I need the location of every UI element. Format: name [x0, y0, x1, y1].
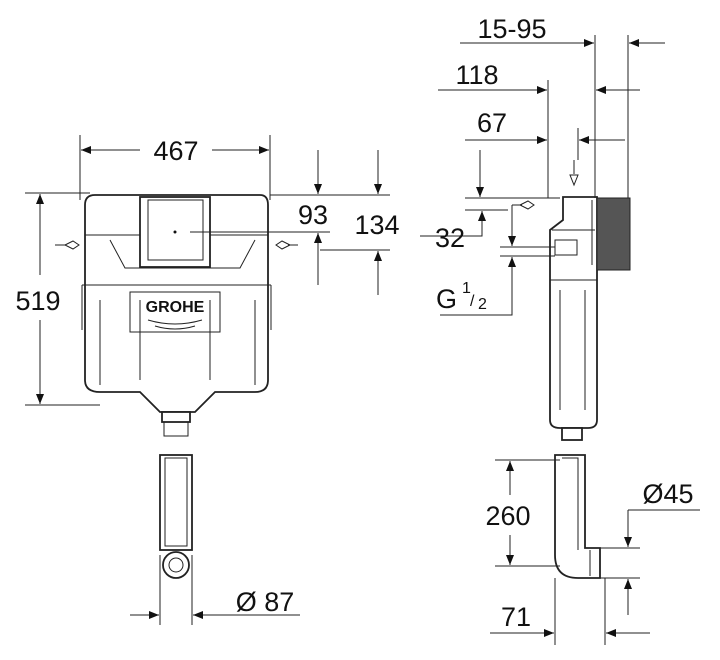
dim-thread-label: G: [436, 284, 457, 314]
dim-32-label: 32: [435, 223, 465, 253]
dim-93-134: 93 134: [190, 150, 400, 295]
grohe-logo: GROHE: [146, 299, 205, 316]
dim-height: 519: [15, 192, 100, 406]
dim-45-label: Ø45: [642, 479, 693, 509]
dim-thread: G 1 / 2: [436, 205, 555, 316]
dim-pipe-diameter: Ø 87: [130, 555, 300, 625]
thread-numerator: 1: [462, 280, 471, 297]
front-view-cistern: GROHE: [55, 194, 298, 437]
dim-15-95-label: 15-95: [477, 14, 546, 44]
dim-width: 467: [79, 135, 271, 200]
dim-67: 67: [465, 108, 625, 160]
dim-87-label: Ø 87: [236, 587, 295, 617]
dim-134-label: 134: [354, 210, 399, 240]
dim-93-label: 93: [298, 200, 328, 230]
dim-width-label: 467: [153, 136, 198, 166]
dim-32: 32: [420, 150, 560, 253]
flush-pipe-side: [554, 454, 601, 579]
dim-260-label: 260: [485, 501, 530, 531]
thread-denominator: 2: [478, 296, 487, 313]
dim-118-label: 118: [455, 60, 498, 90]
side-view-cistern: [512, 160, 631, 441]
dim-67-label: 67: [477, 108, 507, 138]
flush-pipe-front: [159, 454, 193, 579]
thread-slash: /: [470, 293, 475, 310]
dim-height-label: 519: [15, 286, 60, 316]
dim-260: 260: [485, 459, 560, 567]
dim-45: Ø45: [600, 479, 700, 615]
dim-71: 71: [490, 578, 650, 645]
dim-118: 118: [438, 60, 640, 198]
dim-15-95: 15-95: [460, 14, 665, 198]
dim-71-label: 71: [501, 602, 531, 632]
